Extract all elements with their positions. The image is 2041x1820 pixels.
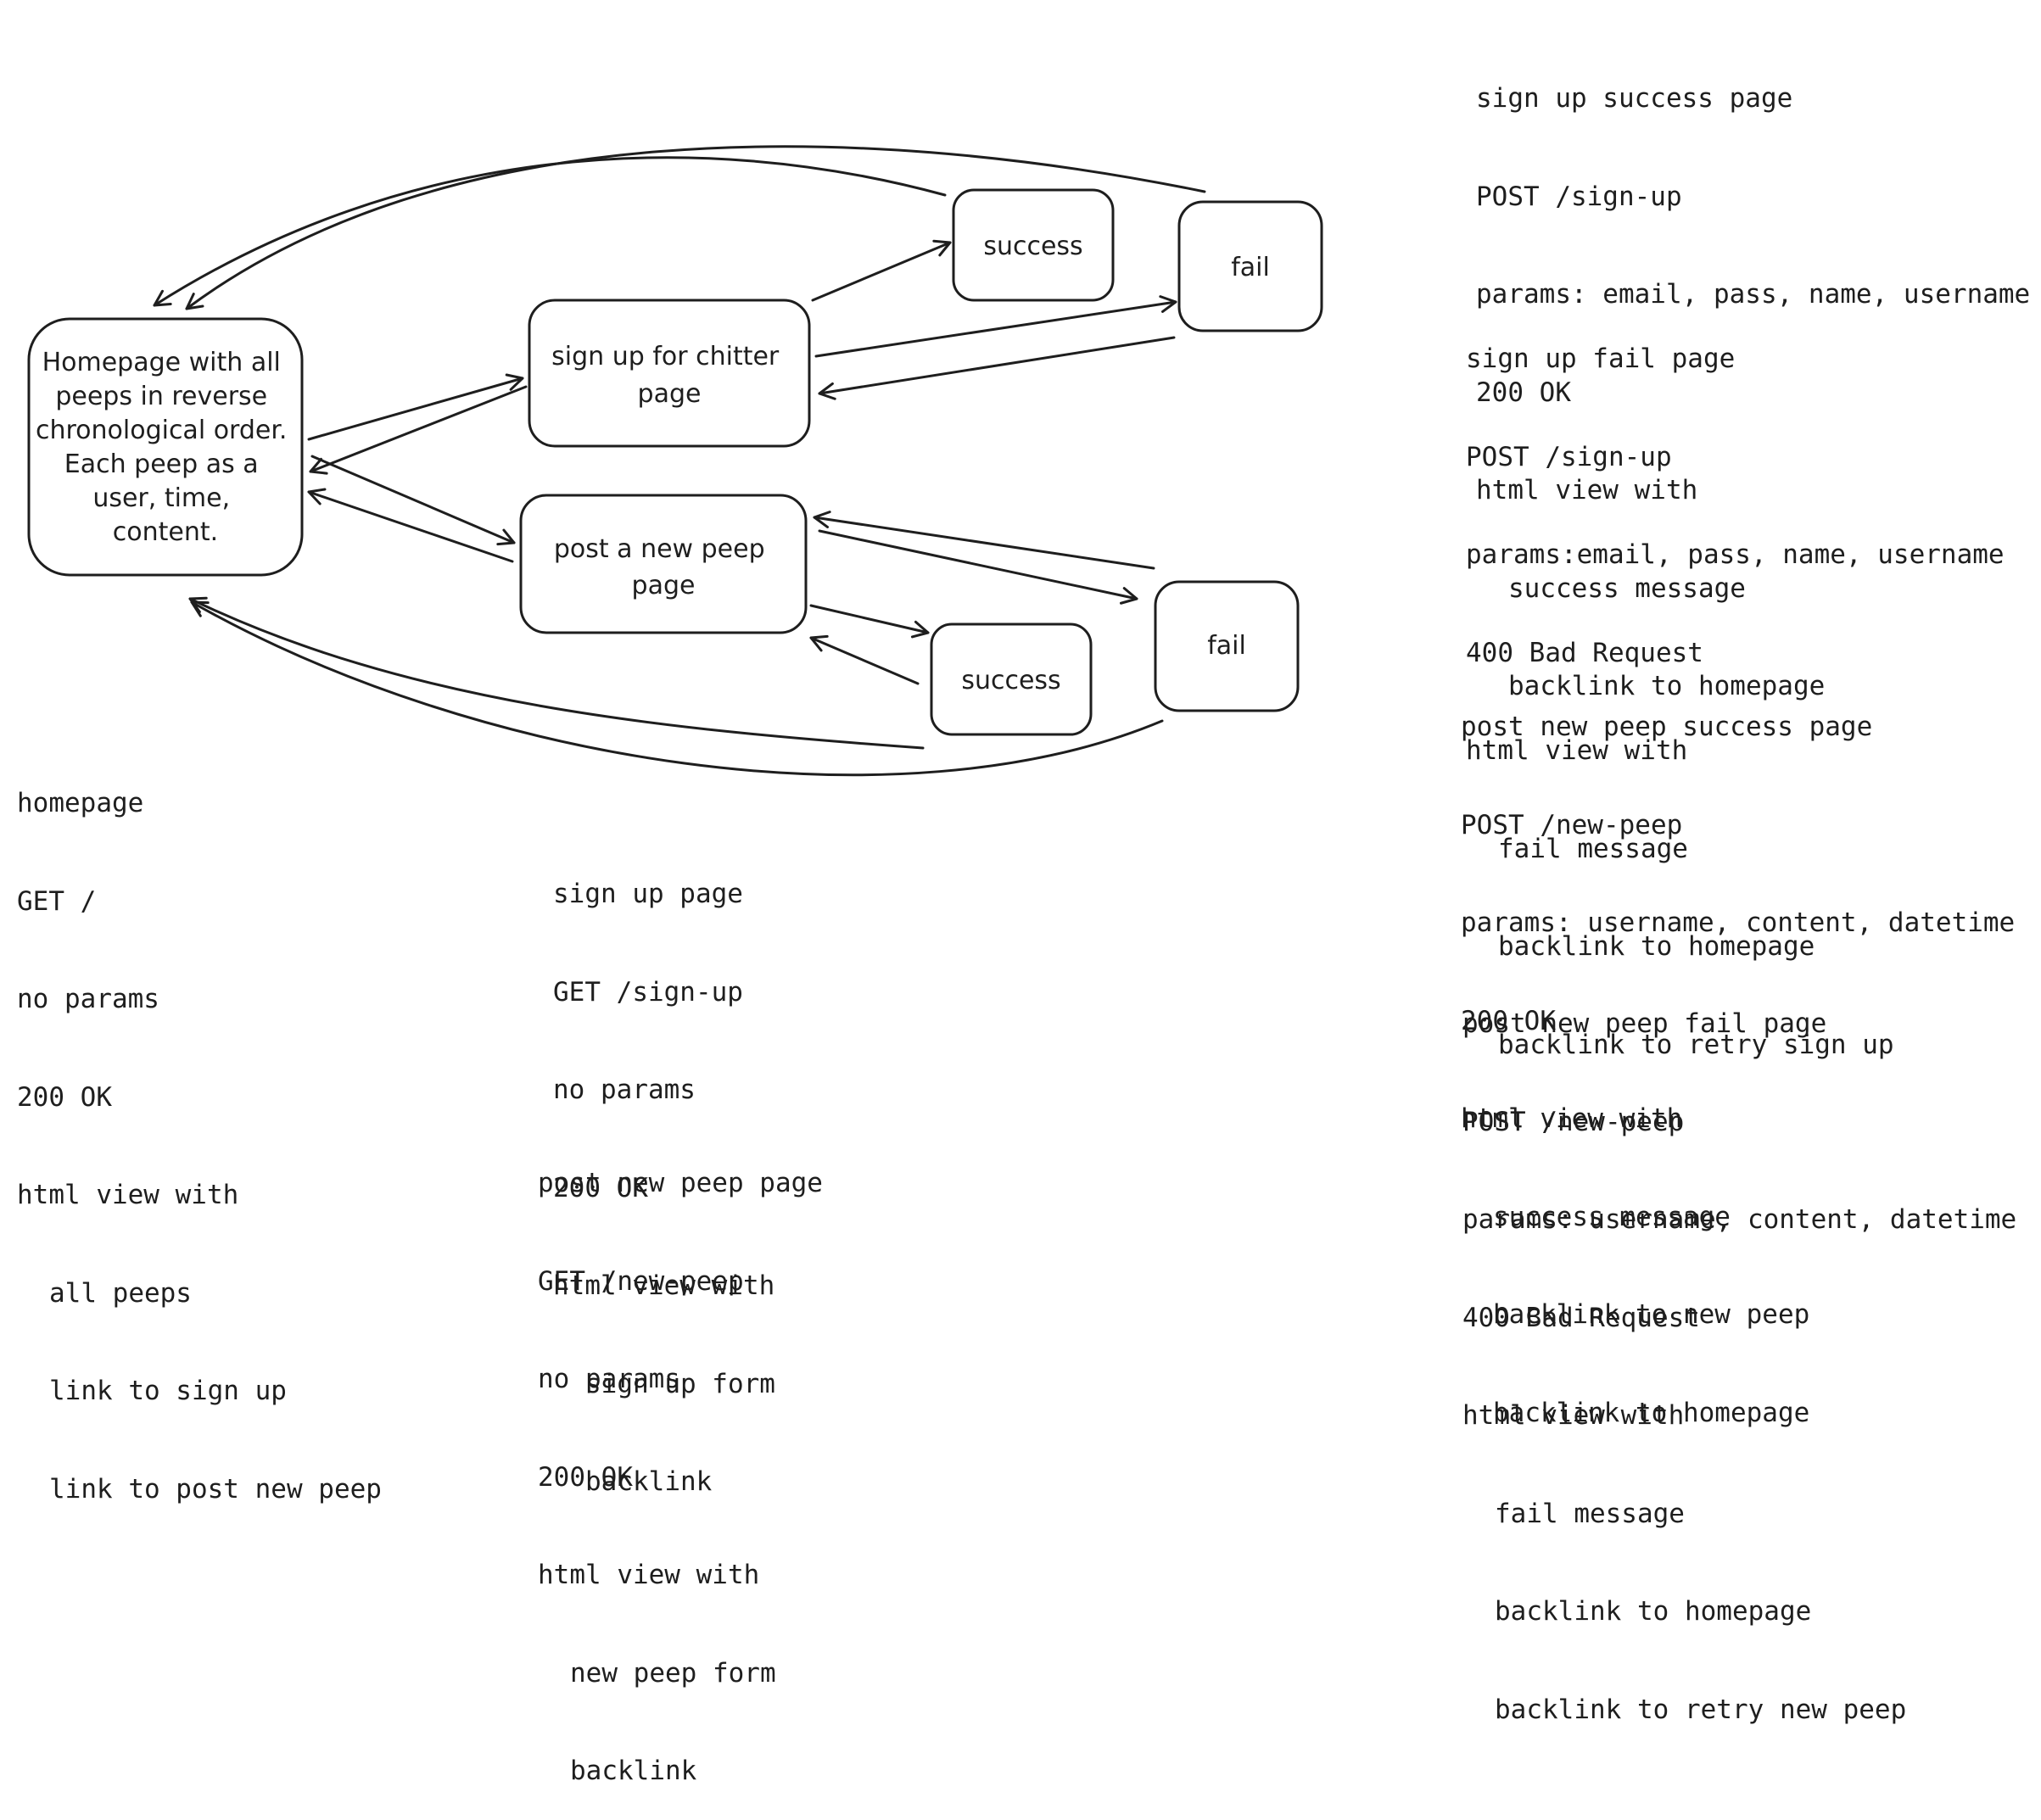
spec-signup-success: sign up success page POST /sign-up param…	[1476, 17, 2030, 735]
spec-newpeep-page: post new peep page GET /new-peep no para…	[538, 1102, 823, 1820]
spec-params: no params	[538, 1364, 680, 1394]
arrow-signup-to-homepage	[309, 385, 528, 475]
spec-view: html view with	[1462, 1400, 1685, 1431]
spec-params: no params	[553, 1075, 696, 1105]
arrow-newpeep-success-to-homepage	[188, 596, 925, 750]
spec-item: backlink to new peep	[1493, 1299, 1810, 1330]
spec-status: 400 Bad Request	[1466, 637, 1703, 668]
spec-item: new peep form	[570, 1657, 776, 1689]
spec-route: GET /	[17, 885, 97, 917]
newpeep-success-node	[930, 622, 1093, 736]
spec-view: html view with	[17, 1180, 239, 1210]
signup-page-node-label: sign up for chitter page	[551, 342, 787, 409]
spec-title: sign up success page	[1476, 83, 1793, 114]
spec-item: backlink to retry new peep	[1495, 1694, 1907, 1725]
spec-item: success message	[1493, 1201, 1731, 1232]
spec-title: sign up fail page	[1466, 343, 1736, 374]
signup-success-node-label: success	[983, 232, 1082, 261]
arrow-success-to-newpeep	[809, 634, 920, 685]
spec-status: 200 OK	[17, 1081, 112, 1113]
spec-item: all peeps	[49, 1277, 192, 1309]
spec-route: POST /new-peep	[1461, 809, 1683, 840]
spec-item: link to post new peep	[49, 1473, 382, 1505]
newpeep-success-node-label: success	[961, 666, 1060, 695]
spec-title: post new peep page	[538, 1168, 823, 1198]
newpeep-page-node-label: post a new peep page	[554, 534, 773, 600]
spec-status: 200 OK	[538, 1461, 633, 1493]
spec-item: backlink to homepage	[1498, 931, 1815, 962]
spec-homepage: homepage GET / no params 200 OK html vie…	[17, 722, 382, 1538]
spec-params: params:email, pass, name, username	[1466, 539, 2005, 570]
spec-item: backlink to homepage	[1495, 1596, 1812, 1627]
spec-view: html view with	[538, 1560, 760, 1590]
signup-page-node	[528, 299, 811, 448]
spec-params: params: username, content, datetime	[1461, 907, 2016, 938]
spec-item: backlink	[570, 1756, 697, 1786]
spec-title: post new peep fail page	[1462, 1008, 1827, 1039]
signup-success-node	[952, 188, 1115, 302]
spec-view: html view with	[1461, 1103, 1683, 1134]
arrow-signup-success-to-homepage	[153, 156, 947, 307]
arrow-fail-to-signup	[818, 336, 1176, 400]
spec-view: html view with	[1466, 735, 1688, 766]
spec-signup-fail: sign up fail page POST /sign-up params:e…	[1466, 277, 2005, 1094]
spec-item: link to sign up	[49, 1376, 287, 1406]
spec-route: POST /sign-up	[1476, 181, 1682, 212]
arrow-signup-fail-to-homepage	[185, 145, 1206, 310]
arrow-homepage-to-signup	[307, 373, 524, 441]
arrow-newpeep-fail-to-homepage	[190, 600, 1164, 777]
spec-route: GET /new-peep	[538, 1265, 744, 1297]
newpeep-fail-node	[1154, 580, 1300, 712]
spec-status: 400 Bad Request	[1462, 1302, 1700, 1333]
spec-view: html view with	[1476, 475, 1698, 505]
arrow-fail-to-newpeep	[813, 511, 1155, 570]
spec-item: success message	[1508, 572, 1746, 604]
spec-status: 200 OK	[553, 1172, 648, 1203]
spec-item: backlink to homepage	[1508, 671, 1826, 701]
spec-status: 200 OK	[1461, 1005, 1556, 1036]
spec-params: no params	[17, 984, 159, 1014]
spec-title: homepage	[17, 788, 144, 818]
spec-title: post new peep success page	[1461, 712, 1873, 742]
arrow-signup-to-success	[811, 239, 952, 302]
homepage-node-label: Homepage with all peeps in reverse chron…	[36, 348, 295, 547]
arrow-newpeep-to-fail	[818, 529, 1138, 605]
arrow-homepage-to-newpeep	[310, 455, 516, 546]
spec-item: fail message	[1498, 833, 1688, 864]
flow-diagram: Homepage with all peeps in reverse chron…	[27, 145, 1323, 777]
newpeep-fail-node-label: fail	[1207, 631, 1246, 661]
spec-newpeep-fail: post new peep fail page POST /new-peep p…	[1462, 942, 2016, 1759]
spec-params: params: email, pass, name, username	[1476, 279, 2031, 310]
spec-item: fail message	[1495, 1498, 1685, 1529]
arrow-newpeep-to-success	[809, 604, 930, 639]
homepage-node	[27, 317, 304, 577]
signup-fail-node-label: fail	[1231, 253, 1270, 282]
spec-item: backlink to retry sign up	[1498, 1029, 1894, 1060]
signup-fail-node	[1177, 200, 1323, 332]
spec-title: sign up page	[553, 879, 743, 909]
spec-route: POST /new-peep	[1462, 1106, 1685, 1137]
spec-route: POST /sign-up	[1466, 441, 1672, 472]
spec-view: html view with	[553, 1270, 775, 1301]
newpeep-page-node	[519, 494, 808, 634]
arrow-newpeep-to-homepage	[307, 488, 514, 563]
spec-status: 200 OK	[1476, 377, 1571, 408]
spec-route: GET /sign-up	[553, 976, 743, 1008]
spec-params: params: username, content, datetime	[1462, 1204, 2017, 1235]
arrow-signup-to-fail	[814, 295, 1177, 358]
